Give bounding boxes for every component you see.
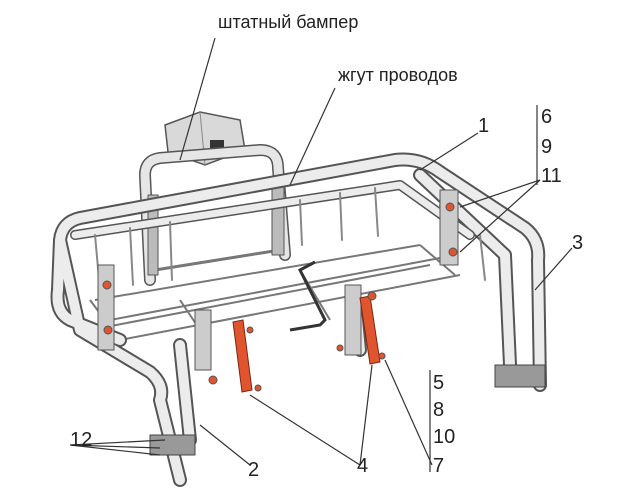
label-wiring-harness: жгут проводов: [338, 65, 458, 85]
label-5: 5: [433, 372, 445, 394]
label-stock-bumper: штатный бампер: [218, 12, 359, 32]
label-11: 11: [541, 165, 562, 187]
label-1: 1: [478, 115, 490, 137]
main-frame: [50, 152, 547, 487]
bolts: [102, 202, 458, 392]
label-4: 4: [357, 455, 369, 477]
label-6: 6: [541, 106, 553, 128]
brackets: [232, 295, 381, 393]
label-8: 8: [433, 399, 445, 421]
label-2: 2: [248, 459, 260, 481]
label-9: 9: [541, 136, 553, 158]
leader-lines: [69, 37, 573, 472]
wiring-harness: [289, 260, 327, 332]
label-12: 12: [70, 429, 93, 451]
floor-grid: [89, 244, 461, 346]
label-10: 10: [433, 426, 456, 448]
label-3: 3: [572, 232, 584, 254]
label-7: 7: [433, 455, 445, 477]
